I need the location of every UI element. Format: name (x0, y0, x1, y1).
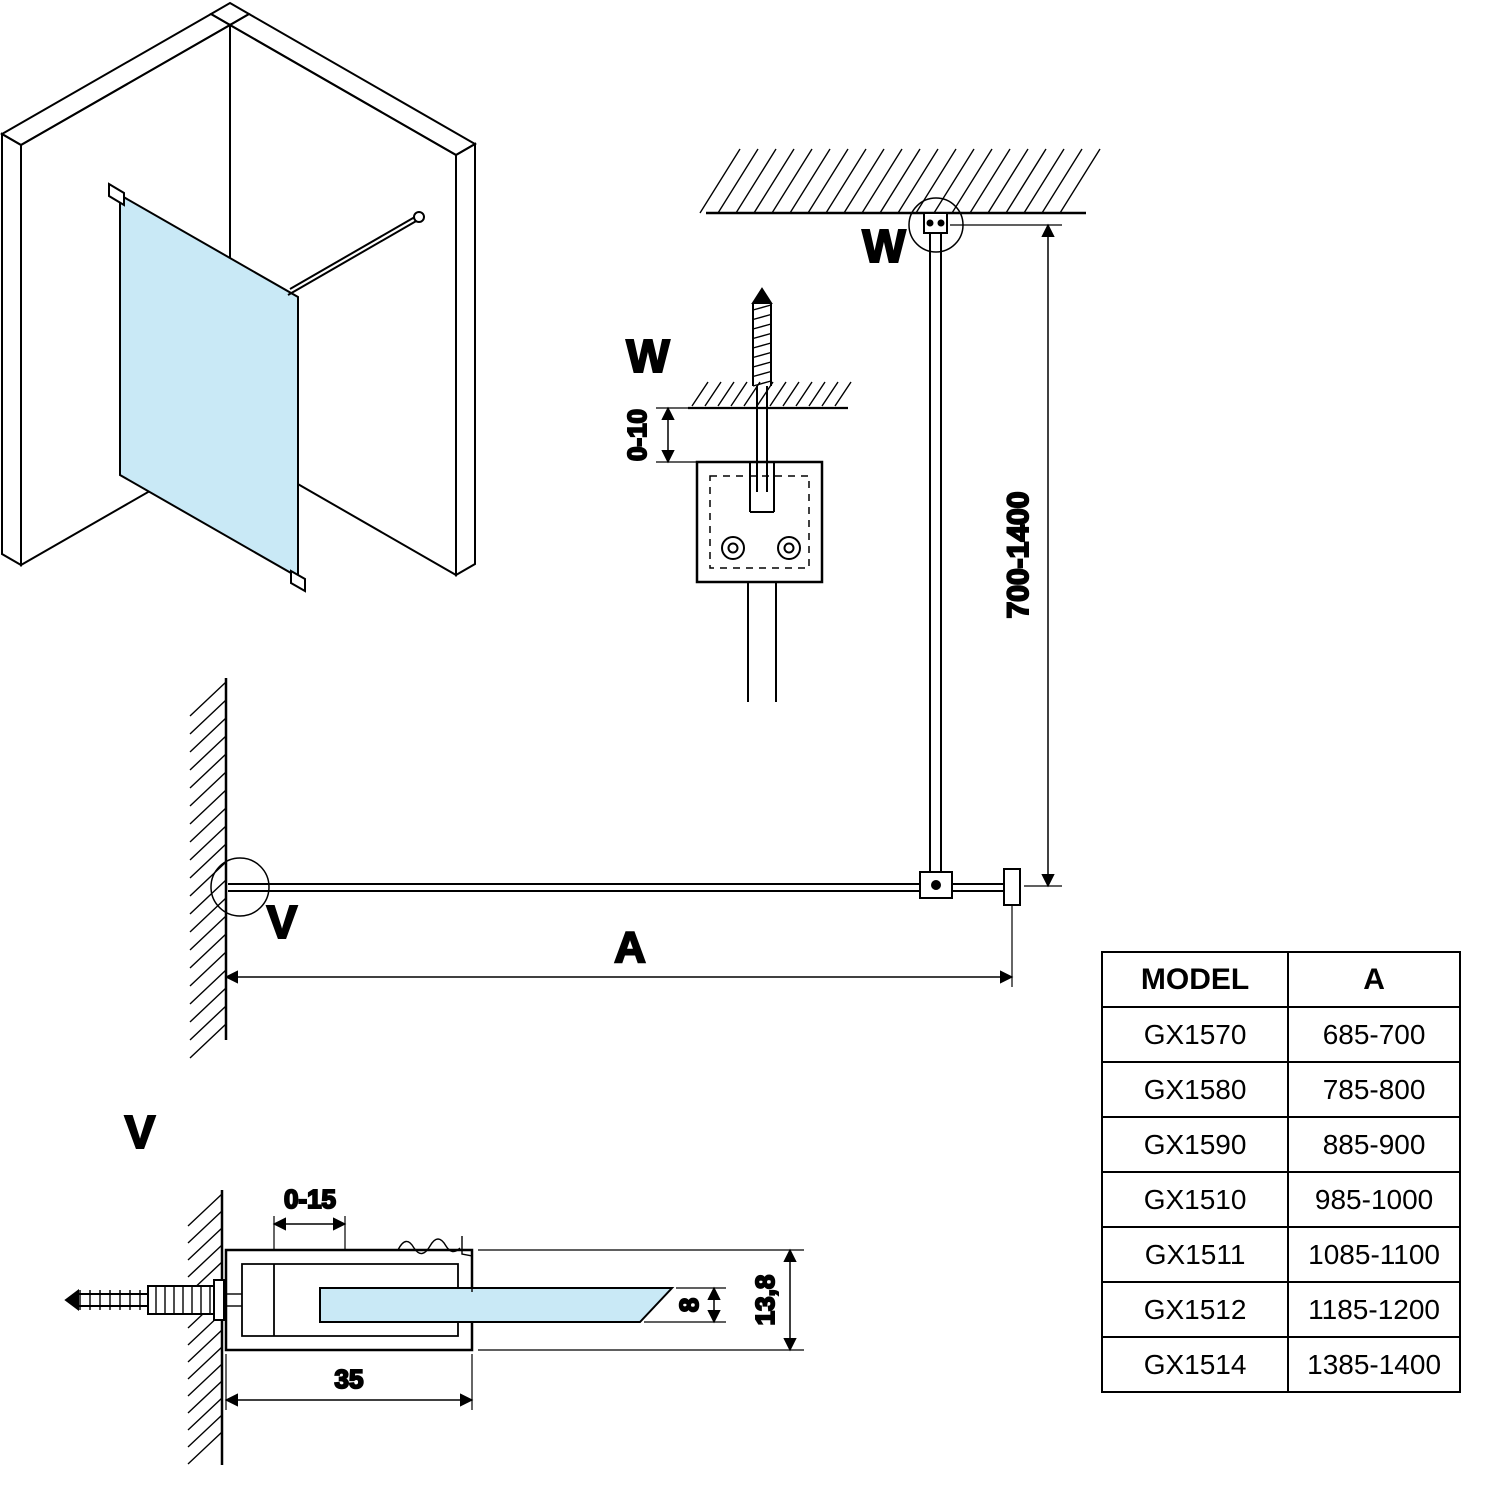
adjust-dim-text: 0-15 (284, 1184, 336, 1214)
bracket-bolt-right-center (783, 542, 795, 554)
detail-w-exploded-label: W (626, 330, 670, 382)
anchor-ribs (155, 1287, 211, 1313)
model-cell: GX1570 (1100, 1006, 1290, 1063)
right-wall-top-edge (227, 12, 478, 157)
model-cell: GX1514 (1100, 1336, 1290, 1393)
width-dim-text: A (614, 923, 646, 972)
detail-w-exploded: W 0-10 (621, 287, 852, 702)
gasket-clip (397, 1236, 473, 1292)
a-range-cell: 1385-1400 (1287, 1336, 1461, 1393)
table-header-row: MODEL A (1100, 951, 1461, 1008)
anchor-screw-threads (79, 1290, 141, 1310)
section-wall-hatch (187, 1193, 223, 1465)
bracket-bolt-left-center (727, 542, 739, 554)
support-bar-wall-flange (413, 211, 425, 223)
model-cell: GX1580 (1100, 1061, 1290, 1118)
glass-panel-iso (119, 193, 299, 579)
profile-inner-outline (241, 1263, 459, 1337)
a-range-cell: 685-700 (1287, 1006, 1461, 1063)
a-range-cell: 1185-1200 (1287, 1281, 1461, 1338)
model-table: MODEL A GX1570 685-700 GX1580 785-800 GX… (1100, 951, 1461, 1393)
table-row: GX1510 985-1000 (1100, 1171, 1461, 1228)
left-wall-end-face (1, 132, 22, 567)
table-row: GX1590 885-900 (1100, 1116, 1461, 1173)
bracket-bolt-right (777, 536, 801, 560)
detail-v-section: V 0-15 8 13,8 35 (64, 1105, 804, 1465)
wall-hatch (189, 681, 227, 1059)
bracket-inner-dashed (709, 475, 810, 569)
a-range-cell: 985-1000 (1287, 1171, 1461, 1228)
glass-elevation: V A (189, 678, 1021, 1059)
anchor-collar (213, 1279, 225, 1321)
bracket-bolt-left (721, 536, 745, 560)
model-cell: GX1590 (1100, 1116, 1290, 1173)
detail-v-callout-circle (210, 857, 270, 917)
profile-height-dim-text: 13,8 (750, 1275, 780, 1326)
bar-ceiling-bracket (923, 212, 948, 234)
ceiling-surface-hatch (691, 381, 852, 407)
bar-ceiling-bolt-right (937, 219, 945, 227)
glass-thickness-dim-text: 8 (674, 1298, 704, 1312)
detail-w-callout-label: W (862, 220, 906, 272)
bar-ceiling-bolt-left (926, 219, 934, 227)
ceiling-hatch (699, 148, 1101, 214)
support-bar-iso-bottom (287, 219, 419, 296)
right-wall-end-face (455, 142, 476, 577)
glass-end-cap (1003, 868, 1021, 906)
screw-thread-ticks (752, 304, 772, 387)
model-cell: GX1511 (1100, 1226, 1290, 1283)
table-row: GX1514 1385-1400 (1100, 1336, 1461, 1393)
profile-depth-dim-text: 35 (335, 1364, 364, 1394)
a-range-cell: 785-800 (1287, 1061, 1461, 1118)
table-row: GX1511 1085-1100 (1100, 1226, 1461, 1283)
screw-tip (751, 287, 773, 304)
anchor-screw-tip (64, 1289, 79, 1311)
wall-corner-cap (209, 1, 251, 27)
gap-dim-text: 0-10 (622, 409, 652, 461)
detail-v-callout-label: V (267, 896, 298, 948)
ceiling-elevation: W 700-1400 (699, 148, 1101, 888)
bracket-outline (695, 460, 824, 584)
table-row: GX1580 785-800 (1100, 1061, 1461, 1118)
model-cell: GX1512 (1100, 1281, 1290, 1338)
table-row: GX1570 685-700 (1100, 1006, 1461, 1063)
table-row: GX1512 1185-1200 (1100, 1281, 1461, 1338)
model-column-header: MODEL (1100, 951, 1290, 1008)
a-range-cell: 1085-1100 (1287, 1226, 1461, 1283)
isometric-view (0, 1, 478, 593)
glass-wall-clamp (108, 182, 125, 207)
a-range-cell: 885-900 (1287, 1116, 1461, 1173)
support-bar-iso-top (289, 213, 421, 290)
bar-glass-clamp-bolt (931, 880, 941, 890)
left-wall-top-edge (0, 12, 233, 147)
a-column-header: A (1287, 951, 1461, 1008)
detail-v-label: V (125, 1106, 156, 1158)
bar-height-dim-text: 700-1400 (1002, 492, 1035, 619)
model-cell: GX1510 (1100, 1171, 1290, 1228)
glass-panel-section (319, 1287, 675, 1323)
glass-foot (290, 569, 306, 593)
anchor-body (147, 1285, 215, 1315)
